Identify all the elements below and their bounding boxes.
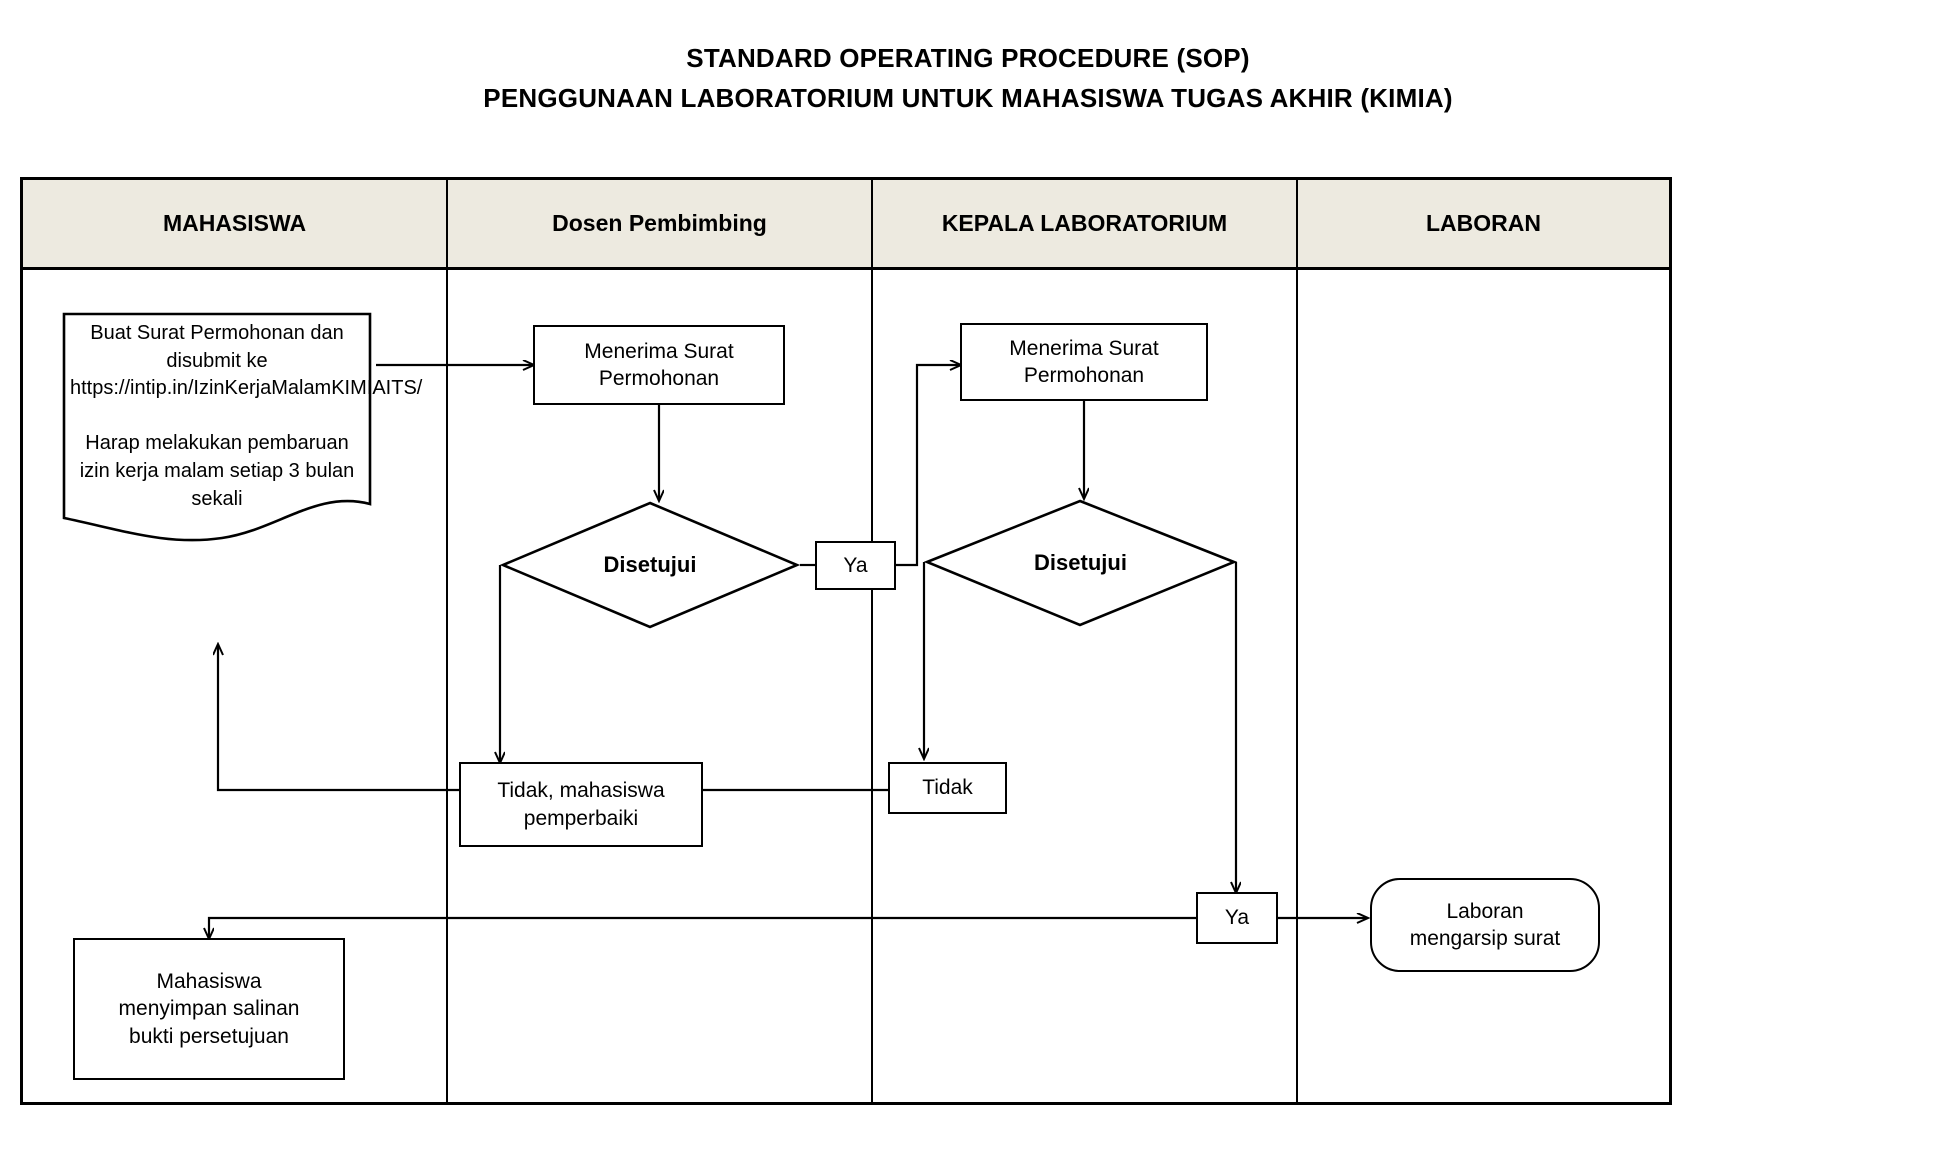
node-disetujui-kepala-label: Disetujui [1034, 550, 1127, 575]
node-laboran-mengarsip-surat-label: Laboran mengarsip surat [1409, 899, 1561, 950]
swimlane-table: MAHASISWA Dosen Pembimbing KEPALA LABORA… [20, 177, 1672, 1105]
node-buat-surat-permohonan-label: Buat Surat Permohonan dan disubmit ke ht… [70, 322, 423, 510]
node-menerima-surat-kepala: Menerima Surat Permohonan [960, 323, 1208, 401]
node-menerima-surat-dosen-label: Menerima Surat Permohonan [584, 339, 734, 390]
node-mahasiswa-menyimpan-salinan: Mahasiswa menyimpan salinan bukti perset… [73, 938, 345, 1080]
node-ya-kepala-label: Ya [1224, 906, 1250, 930]
node-tidak-kepala-label: Tidak [922, 776, 973, 800]
node-ya-dosen-label: Ya [843, 553, 868, 577]
node-disetujui-dosen: Disetujui [500, 500, 800, 630]
lane-column-laboran [1298, 270, 1669, 1102]
lane-column-kepala-laboratorium [873, 270, 1298, 1102]
title-line-2: PENGGUNAAN LABORATORIUM UNTUK MAHASISWA … [483, 83, 1453, 114]
swimlane-header-row: MAHASISWA Dosen Pembimbing KEPALA LABORA… [23, 180, 1669, 270]
lane-header-kepala-laboratorium: KEPALA LABORATORIUM [873, 180, 1298, 267]
node-ya-kepala: Ya [1196, 892, 1278, 944]
lane-header-laboran: LABORAN [1426, 210, 1541, 236]
node-menerima-surat-kepala-label: Menerima Surat Permohonan [1009, 336, 1159, 387]
page-title: STANDARD OPERATING PROCEDURE (SOP) PENGG… [0, 38, 1936, 119]
lane-column-dosen-pembimbing [448, 270, 873, 1102]
node-disetujui-kepala: Disetujui [924, 498, 1237, 628]
node-buat-surat-permohonan: Buat Surat Permohonan dan disubmit ke ht… [62, 312, 423, 542]
lane-header-mahasiswa: MAHASISWA [23, 180, 448, 267]
node-tidak-mahasiswa-pemperbaiki-label: Tidak, mahasiswa pemperbaiki [497, 779, 665, 830]
node-laboran-mengarsip-surat: Laboran mengarsip surat [1370, 878, 1600, 972]
node-tidak-kepala: Tidak [888, 762, 1007, 814]
node-disetujui-dosen-label: Disetujui [603, 552, 697, 577]
node-ya-dosen: Ya [815, 541, 896, 590]
node-mahasiswa-menyimpan-salinan-label: Mahasiswa menyimpan salinan bukti perset… [118, 970, 300, 1048]
node-menerima-surat-dosen: Menerima Surat Permohonan [533, 325, 785, 405]
node-tidak-mahasiswa-pemperbaiki: Tidak, mahasiswa pemperbaiki [459, 762, 703, 847]
lane-header-dosen-pembimbing: Dosen Pembimbing [448, 180, 873, 267]
title-line-1: STANDARD OPERATING PROCEDURE (SOP) [686, 43, 1250, 73]
